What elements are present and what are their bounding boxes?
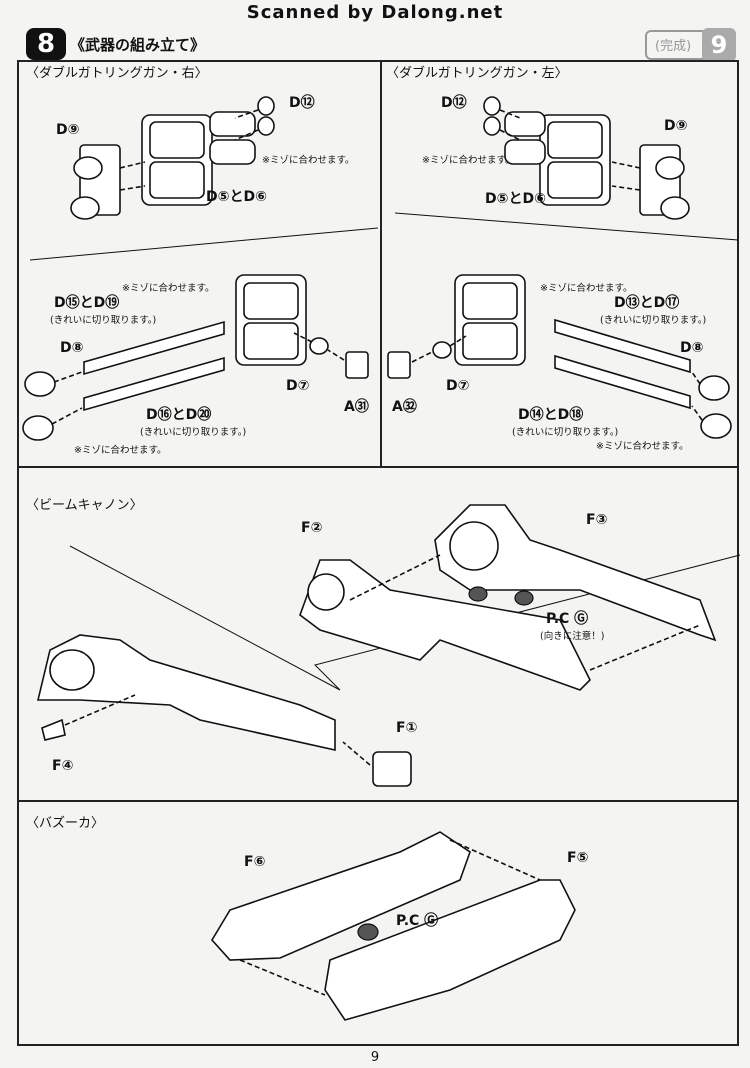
label-a31: A㉛ xyxy=(344,399,369,415)
note-clean-cut-1-right: (きれいに切り取ります。) xyxy=(50,315,157,326)
gatling-right-title: 〈ダブルガトリングガン・右〉 xyxy=(26,66,208,81)
label-d14d18: D⑭とD⑱ xyxy=(518,407,584,423)
faded-right-tag-text: (完成) xyxy=(655,39,692,54)
label-d9-left: D⑨ xyxy=(664,118,688,134)
label-f5: F⑤ xyxy=(567,850,589,866)
section-number-badge: 8 xyxy=(26,28,66,60)
gatling-left-title: 〈ダブルガトリングガン・左〉 xyxy=(386,66,568,81)
label-d12-left: D⑫ xyxy=(441,95,467,111)
note-groove-top-right: ※ミゾに合わせます。 xyxy=(122,283,215,294)
page-frame xyxy=(17,60,739,1046)
faded-right-tag-number: 9 xyxy=(702,28,736,62)
label-f2: F② xyxy=(301,520,323,536)
label-d5d6-left: D⑤とD⑥ xyxy=(485,191,546,207)
note-groove-top-left: ※ミゾに合わせます。 xyxy=(540,283,633,294)
note-clean-cut-2-left: (きれいに切り取ります。) xyxy=(512,427,619,438)
beam-cannon-title: 〈ビームキャノン〉 xyxy=(26,498,143,513)
divider-before-bazooka xyxy=(17,800,739,802)
label-f6: F⑥ xyxy=(244,854,266,870)
label-f1: F① xyxy=(396,720,418,736)
note-clean-cut-2-right: (きれいに切り取ります。) xyxy=(140,427,247,438)
label-pcg-beam: P.C Ⓖ xyxy=(546,611,589,627)
label-d7-left: D⑦ xyxy=(446,378,470,394)
label-d7-right: D⑦ xyxy=(286,378,310,394)
barrels-left-assembly xyxy=(387,274,732,439)
note-groove-right: ※ミゾに合わせます。 xyxy=(262,155,355,166)
label-d8-right: D⑧ xyxy=(60,340,84,356)
scanner-credit: Scanned by Dalong.net xyxy=(246,2,504,23)
bazooka-assembly xyxy=(211,831,576,1021)
label-d12-right: D⑫ xyxy=(289,95,315,111)
note-groove-bottom-right: ※ミゾに合わせます。 xyxy=(74,445,167,456)
vertical-divider xyxy=(380,60,382,466)
note-direction: (向きに注意！) xyxy=(540,631,605,642)
section-title: 《武器の組み立て》 xyxy=(70,36,206,54)
label-d16d20: D⑯とD⑳ xyxy=(146,407,212,423)
label-f4: F④ xyxy=(52,758,74,774)
note-groove-bottom-left: ※ミゾに合わせます。 xyxy=(596,441,689,452)
barrels-right-assembly xyxy=(22,274,369,441)
faded-right-tag: (完成) 9 xyxy=(645,28,736,62)
note-clean-cut-1-left: (きれいに切り取ります。) xyxy=(600,315,707,326)
label-f3: F③ xyxy=(586,512,608,528)
gatling-left-assembly xyxy=(394,96,739,241)
divider-after-gatling xyxy=(17,466,739,468)
label-pcg-bazooka: P.C Ⓖ xyxy=(396,913,439,929)
beam-cannon-assembly xyxy=(36,504,741,787)
note-groove-left: ※ミゾに合わせます。 xyxy=(422,155,515,166)
bazooka-title: 〈バズーカ〉 xyxy=(26,816,105,831)
page-number: 9 xyxy=(370,1050,380,1065)
gatling-right-assembly xyxy=(29,96,379,261)
label-d5d6-right: D⑤とD⑥ xyxy=(206,189,267,205)
label-d15d19: D⑮とD⑲ xyxy=(54,295,120,311)
label-d8-left: D⑧ xyxy=(680,340,704,356)
label-a32: A㉜ xyxy=(392,399,417,415)
label-d13d17: D⑬とD⑰ xyxy=(614,295,680,311)
label-d9-right: D⑨ xyxy=(56,122,80,138)
